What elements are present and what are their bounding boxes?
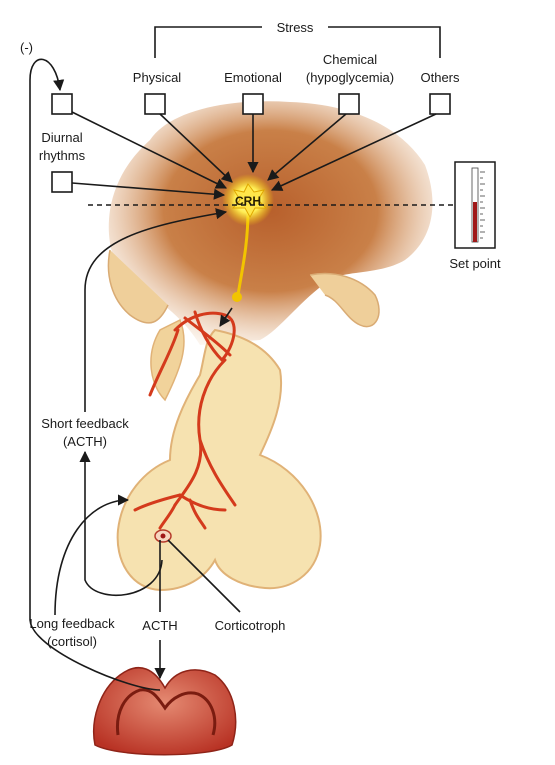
short-feedback-label-line1: Short feedback	[41, 416, 129, 431]
diurnal-label-line2: rhythms	[39, 148, 86, 163]
diurnal-input-box	[52, 172, 72, 192]
physical-input-box	[145, 94, 165, 114]
corticotroph-label: Corticotroph	[215, 618, 286, 633]
stress-label: Stress	[277, 20, 314, 35]
adrenal-gland	[94, 668, 236, 755]
set-point-label: Set point	[449, 256, 501, 271]
diurnal-label-line1: Diurnal	[41, 130, 82, 145]
acth-label: ACTH	[142, 618, 177, 633]
thermometer-icon	[455, 162, 495, 248]
pituitary-gland	[118, 320, 321, 590]
long-feedback-label-line1: Long feedback	[29, 616, 115, 631]
short-feedback-label-line2: (ACTH)	[63, 434, 107, 449]
emotional-input-box	[243, 94, 263, 114]
chemical-label-line1: Chemical	[323, 52, 377, 67]
chemical-input-box	[339, 94, 359, 114]
long-feedback-label-line2: (cortisol)	[47, 634, 97, 649]
physical-label: Physical	[133, 70, 182, 85]
long-feedback-pituitary-arrow	[55, 500, 128, 615]
emotional-label: Emotional	[224, 70, 282, 85]
negative-input-box	[52, 94, 72, 114]
crh-label: CRH	[235, 194, 261, 208]
negative-sign-label: (-)	[20, 40, 33, 55]
others-label: Others	[420, 70, 460, 85]
others-input-box	[430, 94, 450, 114]
chemical-label-line2: (hypoglycemia)	[306, 70, 394, 85]
